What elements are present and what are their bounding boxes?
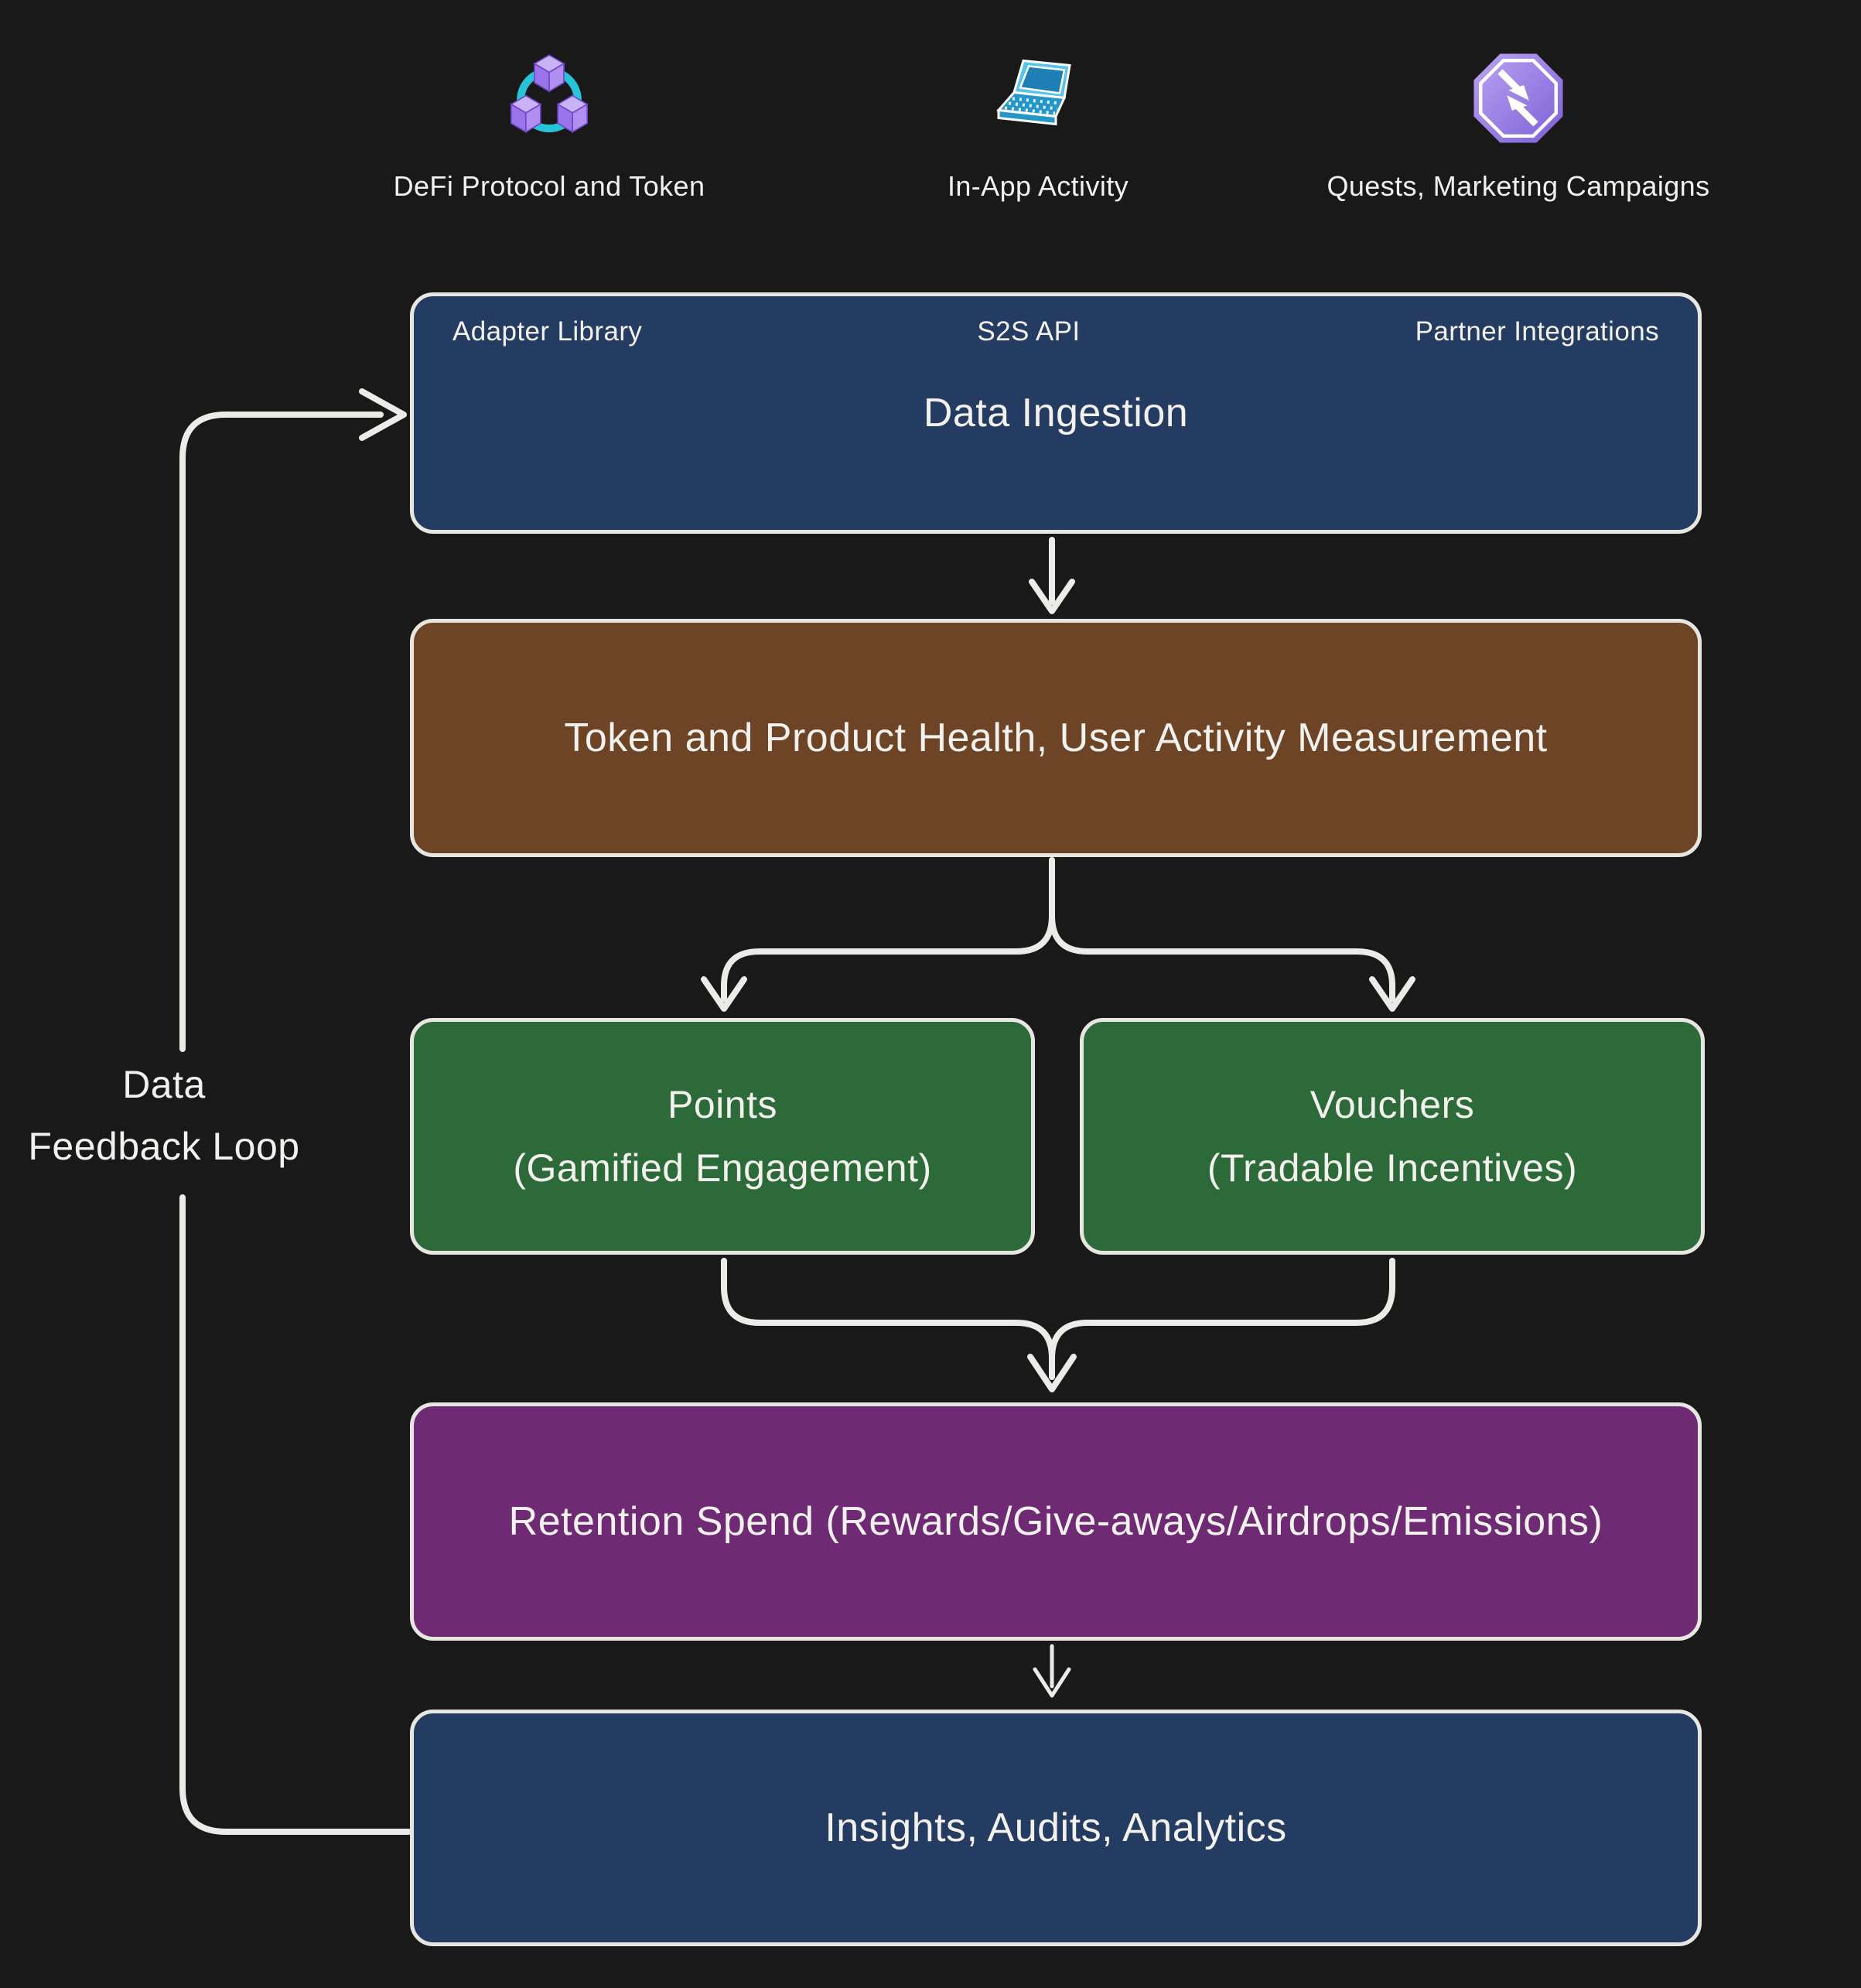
- feedback-loop-line-lower: [179, 1194, 411, 1835]
- split-to-vouchers-head: [1369, 976, 1415, 1012]
- split-to-points-head: [701, 976, 747, 1012]
- source-quests-campaigns: Quests, Marketing Campaigns: [1286, 43, 1750, 203]
- vouchers-title: Vouchers: [1310, 1083, 1475, 1126]
- source-in-app-activity: In-App Activity: [837, 43, 1239, 203]
- node-vouchers: Vouchers (Tradable Incentives): [1080, 1018, 1705, 1255]
- node-insights: Insights, Audits, Analytics: [410, 1710, 1702, 1946]
- node-measurement: Token and Product Health, User Activity …: [410, 619, 1702, 857]
- feedback-loop-arrowhead: [359, 388, 407, 441]
- sublabel-adapter-library: Adapter Library: [452, 316, 643, 347]
- laptop-icon: [988, 43, 1088, 153]
- node-points: Points (Gamified Engagement): [410, 1018, 1035, 1255]
- feedback-loop-label-line2: Feedback Loop: [28, 1125, 300, 1168]
- feedback-loop-label: Data Feedback Loop: [0, 1054, 342, 1177]
- measurement-title: Token and Product Health, User Activity …: [564, 716, 1548, 760]
- source-defi-protocol: DeFi Protocol and Token: [348, 43, 750, 203]
- node-data-ingestion: Adapter Library S2S API Partner Integrat…: [410, 292, 1702, 534]
- source-label-quests: Quests, Marketing Campaigns: [1327, 170, 1710, 202]
- feedback-loop-label-line1: Data: [122, 1063, 206, 1106]
- merge-arrowhead: [1027, 1354, 1077, 1392]
- points-title: Points: [668, 1083, 777, 1126]
- ingestion-sublabels: Adapter Library S2S API Partner Integrat…: [452, 316, 1659, 347]
- source-label-defi: DeFi Protocol and Token: [393, 170, 705, 202]
- merge-from-points: [721, 1258, 1055, 1380]
- feedback-loop-line-upper: [179, 412, 384, 1052]
- cubes-network-icon: [497, 43, 601, 153]
- arrow-retention-to-insights-head: [1033, 1667, 1071, 1698]
- sublabel-s2s-api: S2S API: [977, 316, 1081, 347]
- source-label-inapp: In-App Activity: [947, 170, 1129, 202]
- ingestion-title: Data Ingestion: [923, 391, 1189, 436]
- merge-from-vouchers: [1049, 1258, 1395, 1380]
- retention-title: Retention Spend (Rewards/Give-aways/Aird…: [508, 1499, 1603, 1544]
- arrow-ingestion-to-measurement-head: [1029, 579, 1075, 614]
- split-to-vouchers: [1049, 857, 1395, 1003]
- split-to-points: [721, 857, 1055, 1003]
- node-retention-spend: Retention Spend (Rewards/Give-aways/Aird…: [410, 1402, 1702, 1641]
- vouchers-subtitle: (Tradable Incentives): [1207, 1146, 1578, 1190]
- swap-arrows-octagon-icon: [1470, 43, 1567, 153]
- insights-title: Insights, Audits, Analytics: [825, 1805, 1287, 1850]
- sublabel-partner-integrations: Partner Integrations: [1415, 316, 1659, 347]
- points-subtitle: (Gamified Engagement): [513, 1146, 932, 1190]
